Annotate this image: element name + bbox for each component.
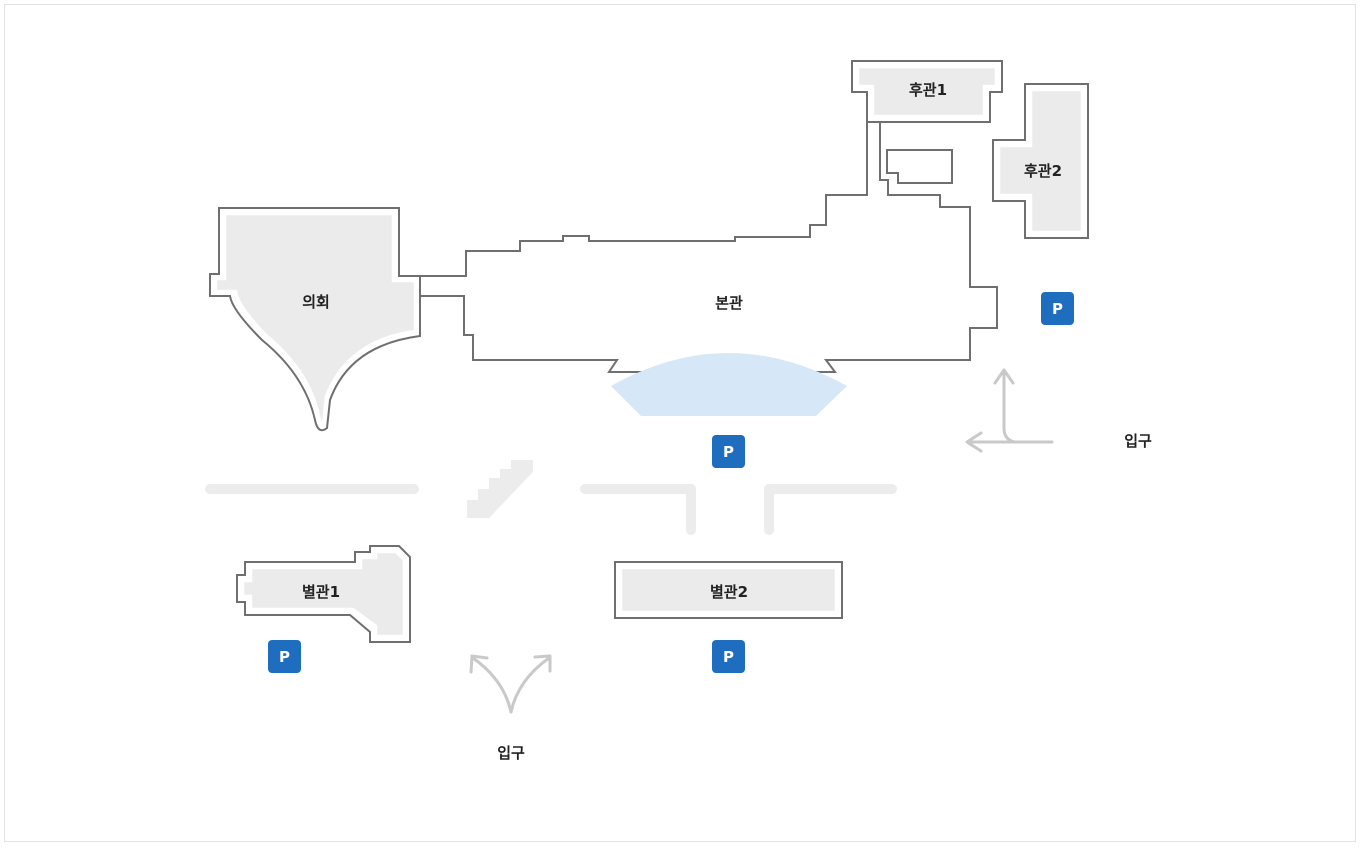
stairs-icon [467, 460, 533, 518]
entrance-east-label: 입구 [1124, 432, 1152, 450]
entrance-east-arrows [965, 368, 1054, 453]
parking-label: P [723, 648, 734, 666]
building-annex1-label: 별관1 [302, 583, 340, 601]
building-rear1-label: 후관1 [909, 81, 947, 99]
building-annex1[interactable]: 별관1 [236, 545, 411, 643]
parking-icon [1041, 292, 1074, 325]
parking-main[interactable]: P [712, 435, 745, 468]
building-council-fill [214, 212, 417, 427]
parking-annex2[interactable]: P [712, 640, 745, 673]
building-annex2-label: 별관2 [710, 583, 748, 601]
building-main[interactable]: 본관 [398, 121, 998, 416]
building-annex2-fill [619, 566, 838, 614]
entrance-south-arrows [469, 654, 552, 714]
parking-label: P [1052, 300, 1063, 318]
main-plaza [611, 353, 847, 416]
parking-label: P [723, 443, 734, 461]
parking-icon [712, 435, 745, 468]
building-rear2-label: 후관2 [1024, 162, 1062, 180]
arrow-icon [965, 431, 983, 453]
building-council[interactable]: 의회 [209, 207, 421, 432]
inner-annex-outline [886, 149, 953, 184]
building-main-label: 본관 [715, 294, 743, 312]
parking-icon [268, 640, 301, 673]
building-main-outline [398, 121, 998, 373]
parking-annex1[interactable]: P [268, 640, 301, 673]
building-council-label: 의회 [302, 293, 330, 311]
arrow-icon [469, 654, 489, 674]
parking-label: P [279, 648, 290, 666]
entrance-south-label: 입구 [497, 744, 525, 762]
arrow-icon [993, 368, 1015, 385]
arrow-icon [533, 654, 552, 673]
parking-east[interactable]: P [1041, 292, 1074, 325]
parking-icon [712, 640, 745, 673]
building-rear2[interactable]: 후관2 [992, 83, 1089, 239]
roads [205, 484, 897, 535]
building-annex2[interactable]: 별관2 [614, 561, 843, 619]
building-rear1[interactable]: 후관1 [851, 60, 1003, 123]
building-annex1-fill [241, 550, 406, 638]
building-rear1-fill [856, 65, 998, 118]
campus-map-frame [4, 4, 1356, 842]
building-rear2-fill [997, 88, 1084, 234]
arrow-icon [471, 656, 513, 714]
arrow-icon [509, 656, 551, 714]
